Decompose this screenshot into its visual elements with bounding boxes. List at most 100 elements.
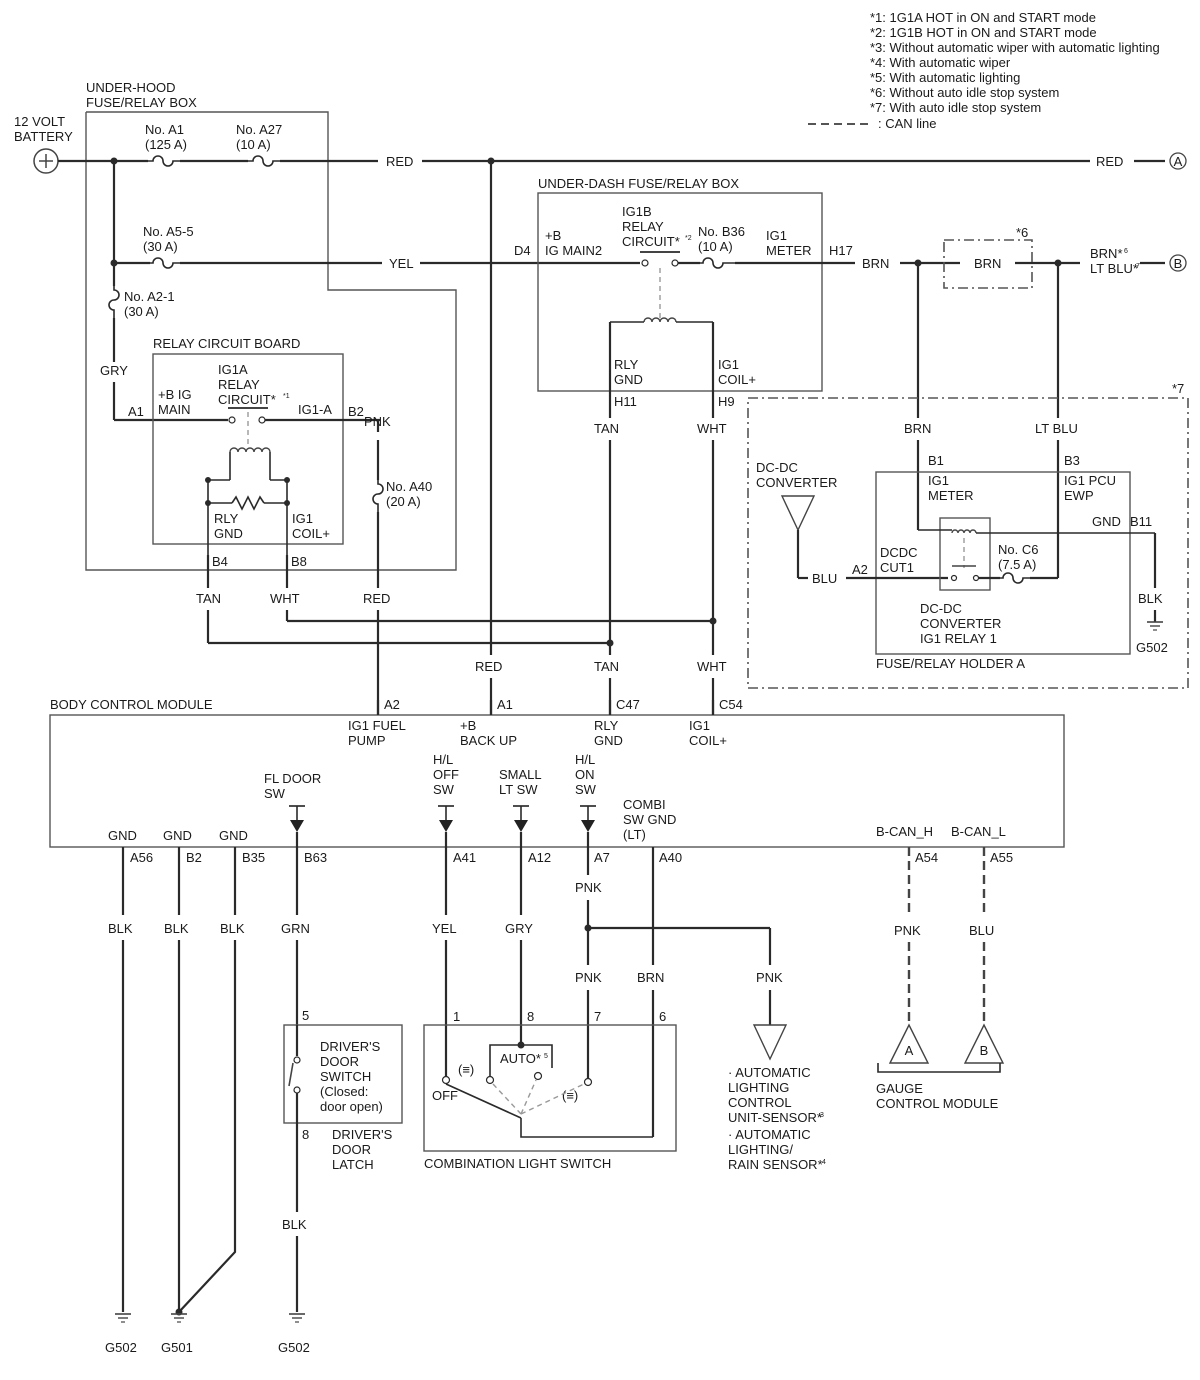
relay-board-pin-b2: B2 <box>348 404 364 419</box>
note-6: *6: Without auto idle stop system <box>870 85 1059 100</box>
wire-blk-b2: BLK <box>164 921 189 936</box>
bcm-hl-off-1: H/L <box>433 752 453 767</box>
relay-circuit-board: RELAY CIRCUIT BOARD IG1A RELAY CIRCUIT* … <box>152 336 380 569</box>
fuse-a40-name: No. A40 <box>386 479 432 494</box>
ground-g502-left-icon <box>115 1313 131 1323</box>
bcm-combi-gnd-1: COMBI <box>623 797 666 812</box>
combi-switch-title: COMBINATION LIGHT SWITCH <box>424 1156 611 1171</box>
door-latch-label-2: DOOR <box>332 1142 371 1157</box>
ig1b-relay-coil-icon <box>643 317 677 323</box>
holder-dcdc-cut-1: DCDC <box>880 545 918 560</box>
dcdc-converter-label-2: CONVERTER <box>756 475 837 490</box>
bcm-outline <box>49 714 1065 848</box>
fuse-a1-icon <box>148 155 180 167</box>
under-dash-pin-h11: H11 <box>614 394 637 409</box>
relay-board-ig1a: IG1-A <box>298 402 332 417</box>
hl-off-input-arrow-icon <box>438 805 454 832</box>
wire-blk-holder: BLK <box>1138 591 1163 606</box>
holder-a-title: FUSE/RELAY HOLDER A <box>876 656 1025 671</box>
holder-pin-b1: B1 <box>928 453 944 468</box>
dcdc-relay-label-1: DC-DC <box>920 601 962 616</box>
ground-wiring: BLK BLK BLK G502 G501 <box>105 847 245 1355</box>
wire-tan-relay-board: TAN <box>196 591 221 606</box>
relay-board-title: RELAY CIRCUIT BOARD <box>153 336 300 351</box>
wire-pnk-a40: PNK <box>364 414 391 429</box>
under-hood-box-outline <box>85 111 457 571</box>
relay-board-pin-b4: B4 <box>212 554 228 569</box>
ground-g502-holder-icon <box>1147 621 1163 631</box>
wire-red-fuel-pump: RED <box>363 591 390 606</box>
gauge-title-1: GAUGE <box>876 1081 923 1096</box>
holder-ig1-meter-2: METER <box>928 488 974 503</box>
fuse-a5-5-name: No. A5-5 <box>143 224 194 239</box>
wire-brn-combi: BRN <box>637 970 664 985</box>
star6-box-outline <box>943 239 1033 289</box>
ground-g502-left: G502 <box>105 1340 137 1355</box>
bcm-backup-2: BACK UP <box>460 733 517 748</box>
relay-board-rly-gnd-2: GND <box>214 526 243 541</box>
bcm-gnd-a56: GND <box>108 828 137 843</box>
body-control-module: BODY CONTROL MODULE A2 A1 C47 C54 IG1 FU… <box>49 697 1065 865</box>
relay-board-ig1-coil-2: COIL+ <box>292 526 330 541</box>
fuse-relay-holder-a: *7 FUSE/RELAY HOLDER A B1 B3 IG1 METER I… <box>747 381 1189 689</box>
fuse-a27-rating: (10 A) <box>236 137 271 152</box>
bcm-pin-a55: A55 <box>990 850 1013 865</box>
connector-b-label: B <box>1174 256 1183 271</box>
door-switch-pin-8: 8 <box>302 1127 309 1142</box>
under-hood-title-2: FUSE/RELAY BOX <box>86 95 197 110</box>
bcm-pin-a54: A54 <box>915 850 938 865</box>
under-dash-pin-h17: H17 <box>829 243 853 258</box>
ig1a-relay-label-1: IG1A <box>218 362 248 377</box>
main-feed-wiring: RED RED No. A1 (125 A) No. A27 (10 A) A <box>58 122 1187 170</box>
dcdc-relay-coil-icon <box>951 529 977 534</box>
bcm-small-lt-1: SMALL <box>499 767 542 782</box>
gauge-input-b-label: B <box>980 1043 989 1058</box>
bcm-hl-on-3: SW <box>575 782 597 797</box>
fuse-a27-icon <box>248 155 280 167</box>
ig1b-relay-label-1: IG1B <box>622 204 652 219</box>
combi-position-icon-1: (≡) <box>458 1062 474 1077</box>
wire-blu-can-l: BLU <box>969 923 994 938</box>
note-4: *4: With automatic wiper <box>870 55 1011 70</box>
wire-pnk-combi: PNK <box>575 970 602 985</box>
bcm-combi-gnd-3: (LT) <box>623 827 646 842</box>
fuse-a2-1-rating: (30 A) <box>124 304 159 319</box>
connector-b-icon <box>1169 254 1187 272</box>
fuel-pump-feed-wiring: PNK No. A40 (20 A) RED <box>363 414 432 715</box>
under-dash-bplus-1: +B <box>545 228 561 243</box>
bcm-top-connections <box>376 700 715 715</box>
holder-ig1-pcu-1: IG1 PCU <box>1064 473 1116 488</box>
combi-switch-outline <box>423 1024 677 1152</box>
holder-ig1-pcu-2: EWP <box>1064 488 1094 503</box>
under-dash-pin-d4: D4 <box>514 243 531 258</box>
gauge-input-a-label: A <box>905 1043 914 1058</box>
star7-label: *7 <box>1172 381 1184 396</box>
ig1a-relay-label-2: RELAY <box>218 377 260 392</box>
dcdc-converter-label-1: DC-DC <box>756 460 798 475</box>
combi-pin-7: 7 <box>594 1009 601 1024</box>
wire-wht-under-dash: WHT <box>697 421 727 436</box>
star6-label: *6 <box>1016 225 1028 240</box>
sensor-label-2-sup: 4 <box>822 1159 826 1166</box>
bcm-ig1-coil-2: COIL+ <box>689 733 727 748</box>
sensor-label-1-4: UNIT-SENSOR* <box>728 1110 822 1125</box>
wire-blu-dcdc: BLU <box>812 571 837 586</box>
ground-g501-icon <box>171 1313 187 1323</box>
door-switch-pin-5: 5 <box>302 1008 309 1023</box>
bcm-small-lt-2: LT SW <box>499 782 538 797</box>
gauge-title-2: CONTROL MODULE <box>876 1096 999 1111</box>
door-switch-label-3: SWITCH <box>320 1069 371 1084</box>
note-3: *3: Without automatic wiper with automat… <box>870 40 1160 55</box>
bcm-pin-c54: C54 <box>719 697 743 712</box>
door-latch-label-3: LATCH <box>332 1157 374 1172</box>
bcm-pin-a56: A56 <box>130 850 153 865</box>
wire-pnk-can-h: PNK <box>894 923 921 938</box>
sensor-label-1-3: CONTROL <box>728 1095 792 1110</box>
gauge-input-a-icon <box>888 1023 930 1064</box>
under-dash-output-wiring: TAN TAN WHT WHT <box>594 322 727 715</box>
sensor-label-2-1: · AUTOMATIC <box>728 1127 811 1142</box>
relay-board-rly-gnd-1: RLY <box>214 511 239 526</box>
bcm-title: BODY CONTROL MODULE <box>50 697 213 712</box>
wire-wht-coil: WHT <box>697 659 727 674</box>
wire-yel: YEL <box>389 256 414 271</box>
